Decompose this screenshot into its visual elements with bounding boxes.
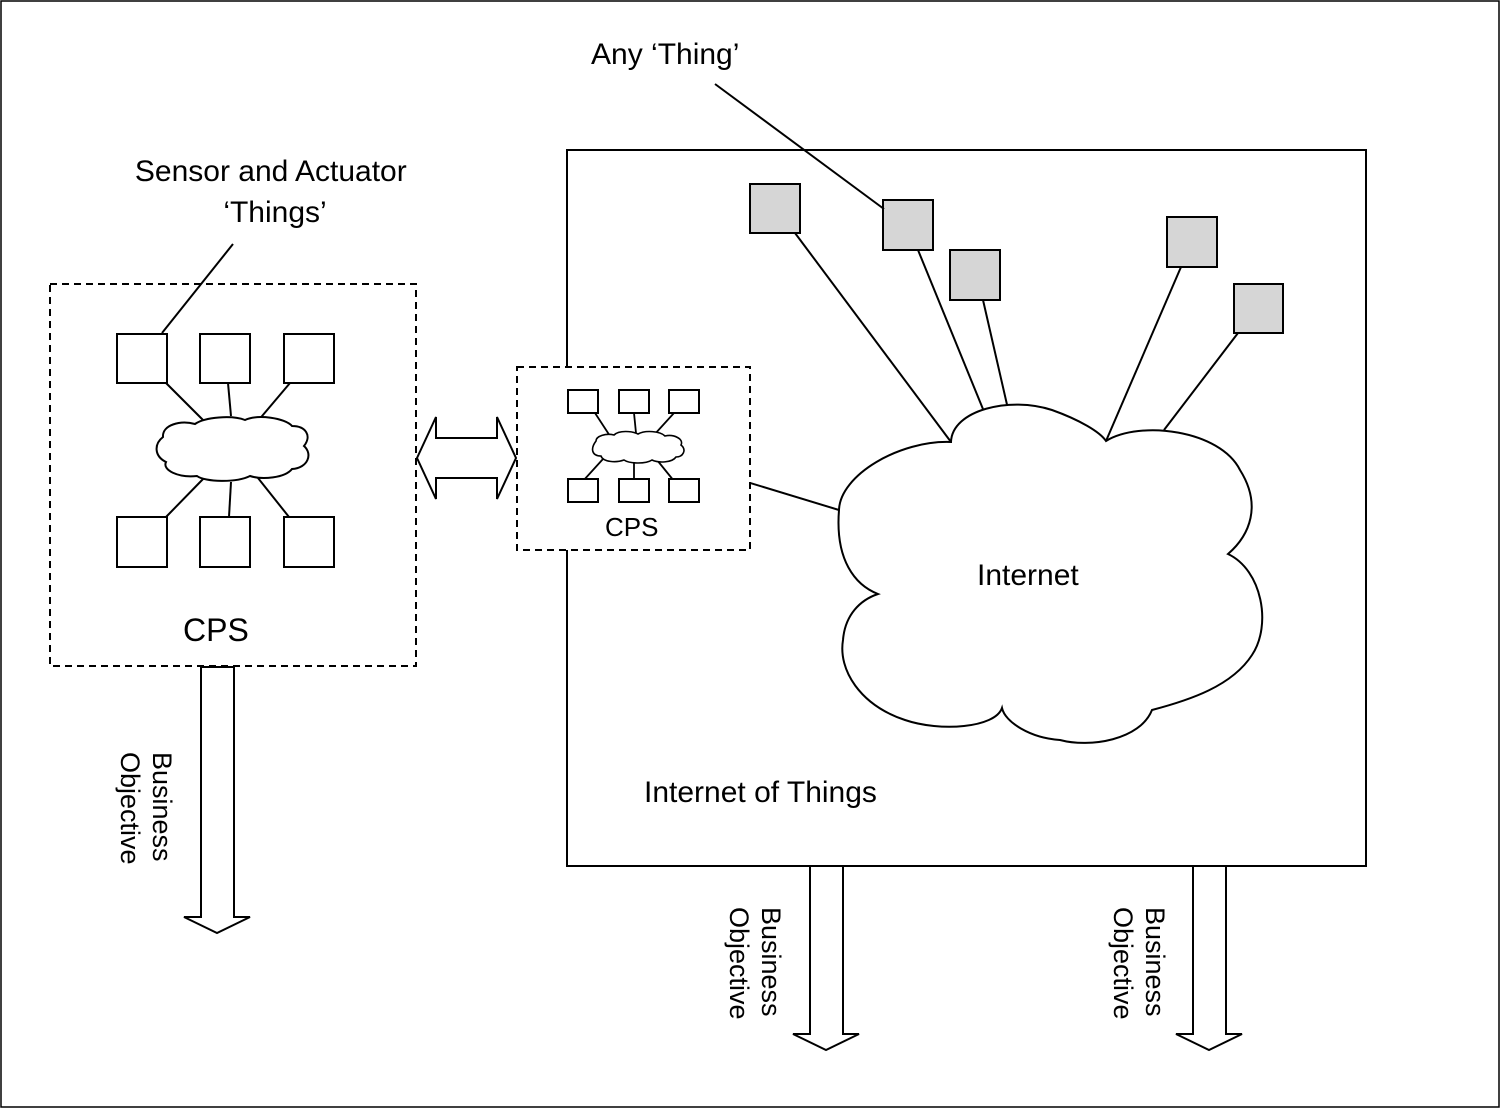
down-arrow (1175, 865, 1243, 1052)
iot-connector-lines (667, 232, 1239, 511)
left-cps-thing (116, 516, 168, 568)
small-cps-cloud (591, 430, 685, 464)
left-cps-things (116, 333, 335, 568)
sensor-actuator-leader-line (161, 243, 234, 334)
any-thing-leader-line (714, 83, 885, 210)
small-cps-label: CPS (605, 512, 658, 542)
left-cps-label: CPS (183, 612, 249, 648)
small-cps-thing (668, 478, 700, 503)
sensor-actuator-label: Sensor and Actuator ‘Things’ (135, 155, 415, 229)
internet-of-things-label: Internet of Things (644, 776, 877, 809)
iot-thing (882, 199, 934, 251)
iot-thing (749, 183, 801, 234)
internet-label: Internet (977, 559, 1079, 592)
business-objective-arrow-middle: Business Objective (724, 865, 860, 1052)
business-objective-label: Business Objective (115, 752, 177, 869)
iot-things (749, 183, 1284, 334)
small-cps-things (567, 389, 700, 503)
left-cps-thing (283, 333, 335, 384)
business-objective-arrow-left: Business Objective (115, 666, 251, 935)
small-cps-network-lines (582, 412, 675, 482)
small-cps-thing (618, 478, 650, 503)
small-cps-thing (668, 389, 700, 414)
down-arrow (183, 666, 251, 935)
cps-iot-double-arrow (415, 416, 518, 500)
down-arrow (792, 865, 860, 1052)
left-cps-cloud (155, 416, 310, 482)
iot-thing (949, 249, 1001, 301)
sensor-actuator-label-line1: Sensor and Actuator (135, 155, 407, 188)
small-cps-thing (567, 389, 599, 414)
small-cps-thing (567, 478, 599, 503)
left-cps-network-lines (165, 382, 291, 518)
any-thing-label: Any ‘Thing’ (591, 38, 739, 71)
left-cps-thing (116, 333, 168, 384)
left-cps-thing (199, 516, 251, 568)
left-cps-thing (199, 333, 251, 384)
small-cps-thing (618, 389, 650, 414)
internet-cloud (837, 403, 1264, 744)
business-objective-arrow-right: Business Objective (1108, 865, 1243, 1052)
sensor-actuator-label-line2: ‘Things’ (223, 196, 326, 229)
business-objective-label: Business Objective (724, 907, 786, 1024)
left-cps-thing (283, 516, 335, 568)
iot-thing (1166, 216, 1218, 268)
business-objective-label: Business Objective (1108, 907, 1170, 1024)
iot-thing (1233, 283, 1284, 334)
